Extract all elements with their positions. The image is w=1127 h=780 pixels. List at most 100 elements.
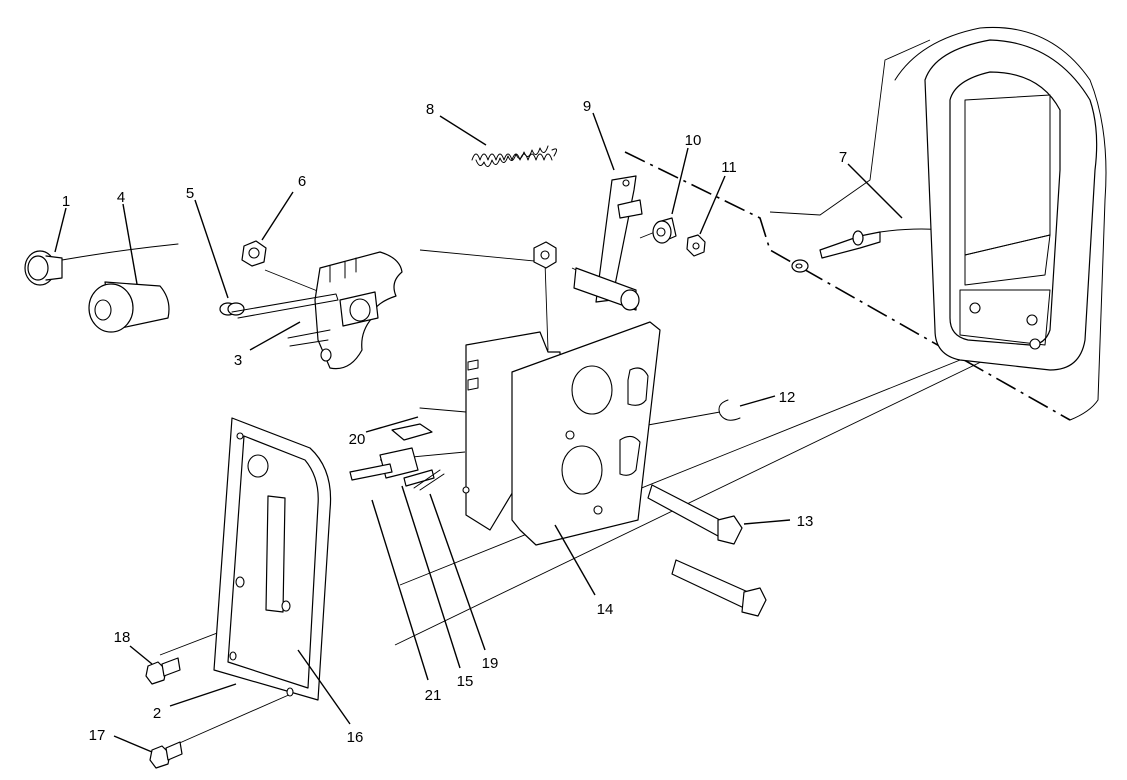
leader-4 — [122, 203, 138, 285]
leader-8 — [439, 115, 487, 146]
bracket-lower-pin — [287, 329, 331, 347]
callout-10: 10 — [685, 132, 702, 149]
lever-nut-hole — [540, 250, 550, 260]
screw-17-shank — [165, 741, 183, 761]
leader-18 — [129, 645, 153, 665]
callout-18: 18 — [114, 629, 131, 646]
boot-hole — [94, 299, 112, 321]
callout-14: 14 — [597, 601, 614, 618]
knob-part-1 — [24, 243, 179, 286]
callout-17: 17 — [89, 727, 106, 744]
assembly-line-long-bottom — [394, 359, 986, 646]
callout-13: 13 — [797, 513, 814, 530]
housing-screw-ur — [1026, 314, 1038, 326]
callout-12: 12 — [779, 389, 796, 406]
bracket-14-hole-large-top — [571, 365, 613, 415]
lever-part-9 — [533, 175, 643, 311]
lever-shaft-end — [620, 289, 640, 311]
leader-16 — [297, 649, 351, 725]
dash-line-cable — [624, 151, 1071, 421]
assembly-line-12 — [647, 411, 721, 426]
leader-13 — [743, 519, 791, 525]
callout-15: 15 — [457, 673, 474, 690]
bolt-part-13 — [647, 484, 767, 617]
callout-1: 1 — [62, 193, 70, 210]
callout-2: 2 — [153, 705, 161, 722]
housing-screw-lr — [1029, 338, 1041, 350]
switch-actuator — [403, 469, 435, 487]
cable-ferrule — [852, 230, 864, 246]
callout-8: 8 — [426, 101, 434, 118]
leader-14 — [554, 524, 596, 596]
leader-20 — [365, 416, 419, 433]
switch-plate-21 — [349, 463, 393, 481]
nut-part-6 — [241, 240, 267, 267]
callout-7: 7 — [839, 149, 847, 166]
callout-21: 21 — [425, 687, 442, 704]
cover-plate-hole-5 — [236, 432, 244, 440]
callout-9: 9 — [583, 98, 591, 115]
screw-part-17 — [149, 741, 183, 769]
leader-7 — [847, 163, 903, 219]
bolt-lower-head — [741, 587, 767, 617]
spring-part-8 — [471, 145, 558, 167]
callout-11: 11 — [721, 159, 737, 176]
cover-plate-boss — [247, 454, 269, 478]
leader-3 — [249, 321, 301, 351]
bracket-14-side-slots — [467, 359, 479, 391]
cover-plate-hole-4 — [286, 687, 294, 697]
boot-part-4 — [88, 281, 170, 333]
clip-part-12 — [718, 399, 741, 421]
leader-2 — [169, 683, 237, 707]
switch-cover-20 — [391, 423, 433, 441]
cover-plate-hole-1 — [235, 576, 245, 588]
leader-15 — [401, 485, 461, 669]
spring-pin-part-5 — [219, 302, 245, 316]
screw-18-shank — [161, 657, 181, 677]
screw-part-18 — [145, 657, 181, 685]
callout-labels: 1 2 3 4 5 6 7 8 9 10 11 12 13 14 15 16 1… — [62, 98, 847, 746]
callout-6: 6 — [298, 173, 306, 190]
switch-spring-19 — [413, 469, 445, 491]
bolt-lower-shank — [671, 559, 749, 609]
nut-11-hole — [692, 242, 700, 250]
bracket-14-slot-lower — [619, 435, 641, 476]
lever-pin — [617, 199, 643, 219]
leader-1 — [54, 207, 67, 253]
spring-coils-back — [475, 145, 549, 167]
housing-face-panel — [959, 289, 1051, 346]
bracket-14-slot-upper — [627, 367, 649, 406]
callout-20: 20 — [349, 431, 366, 448]
knob-stem — [45, 255, 63, 281]
leader-10 — [671, 147, 689, 215]
bolt-13-head — [717, 515, 743, 545]
leader-11 — [699, 175, 726, 235]
bracket-studs — [329, 257, 357, 283]
cable-sleeve — [819, 231, 881, 259]
bracket-14-side-hole — [462, 486, 470, 494]
switch-assembly — [349, 407, 467, 491]
leader-12 — [739, 395, 776, 407]
leader-lines — [54, 112, 903, 753]
assembly-line-17 — [174, 689, 301, 746]
cover-plate-slot — [265, 495, 286, 613]
lever-top-hole — [622, 179, 630, 187]
bracket-boss-hole — [349, 298, 371, 322]
cover-plate-hole-2 — [281, 600, 291, 612]
callout-4: 4 — [117, 189, 125, 206]
bracket-14-front — [511, 321, 661, 546]
cover-plate-hole-3 — [229, 651, 237, 661]
housing — [894, 26, 1107, 421]
leader-6 — [261, 191, 294, 241]
nut-6-hole — [248, 247, 260, 259]
bracket-part-3 — [231, 251, 403, 370]
nut-part-11 — [686, 234, 706, 257]
bracket-14-hole-small-2 — [593, 505, 603, 515]
cable-eyelet-hole — [795, 263, 803, 269]
bracket-part-14 — [462, 321, 661, 546]
bracket-14-hole-small-1 — [565, 430, 575, 440]
knob-inner — [27, 255, 49, 281]
screw-17-head — [149, 745, 171, 769]
callout-16: 16 — [347, 729, 364, 746]
